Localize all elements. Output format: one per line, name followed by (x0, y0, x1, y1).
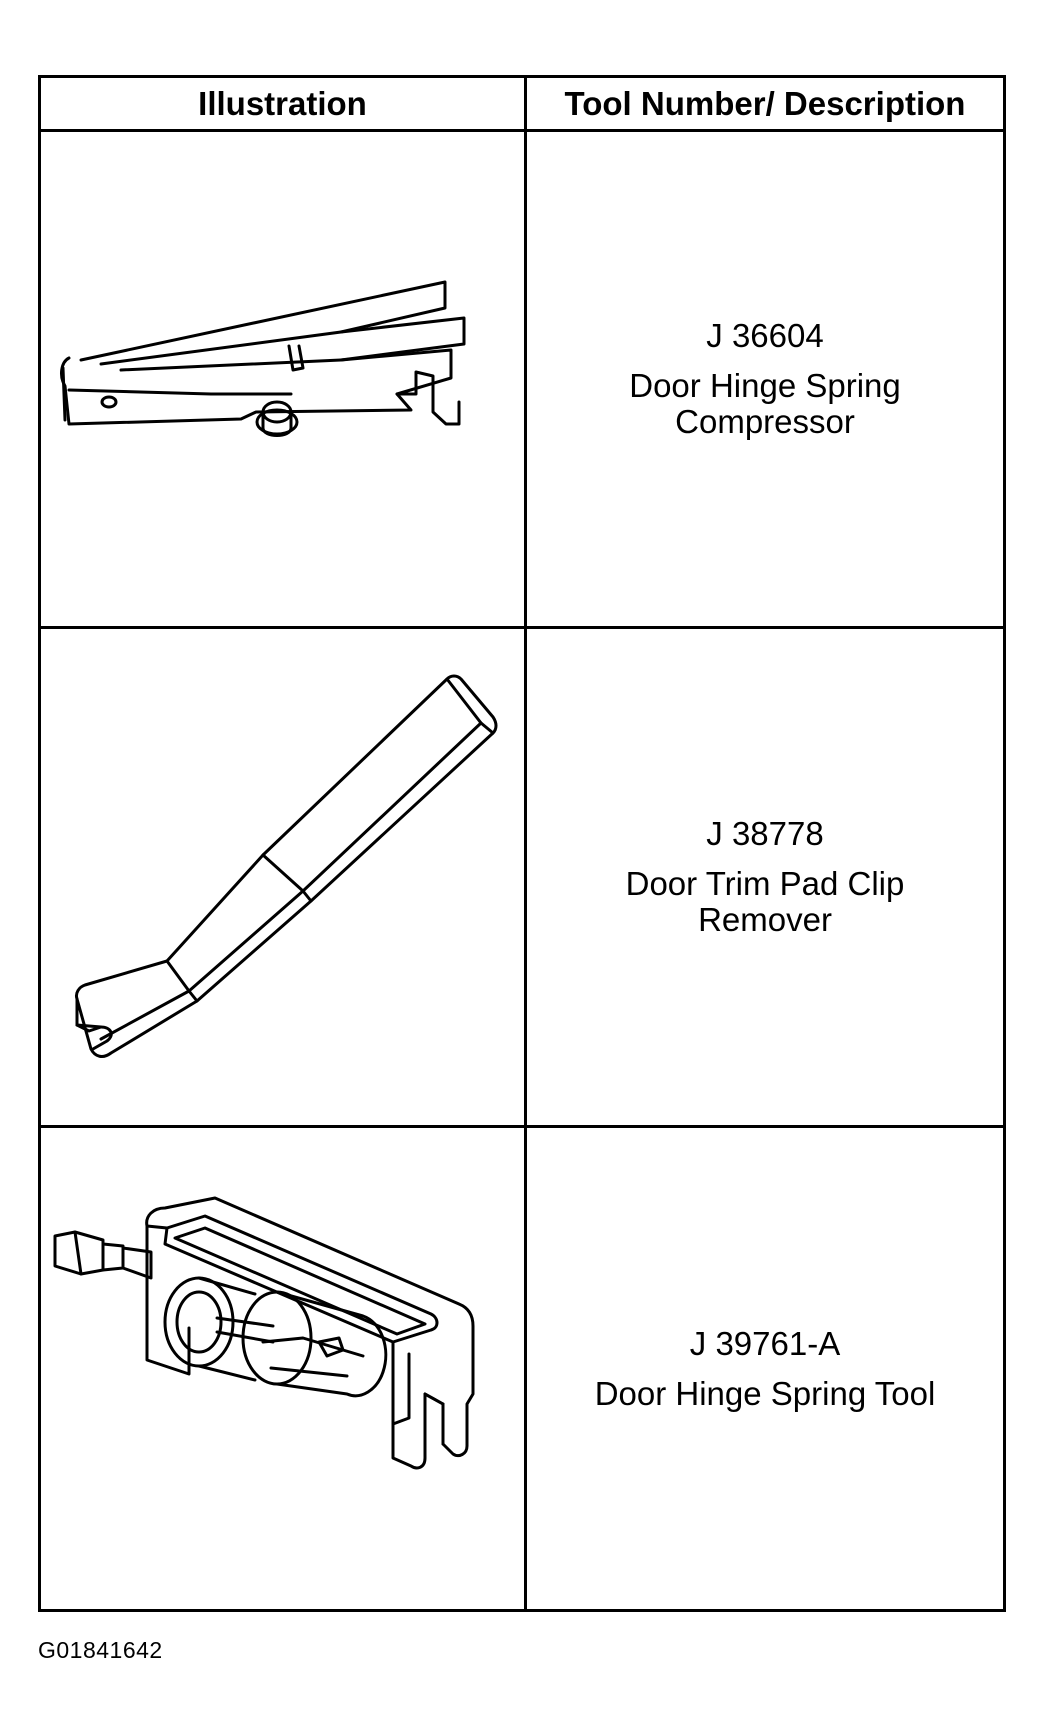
row-divider-2 (41, 1125, 1003, 1128)
tool-number: J 39761-A (689, 1324, 841, 1362)
table-row-2-illustration (41, 629, 524, 1125)
spring-compressor-icon (60, 280, 466, 437)
clip-remover-icon (75, 674, 498, 1058)
table-row-1-description: J 36604 Door Hinge Spring Compressor (527, 132, 1003, 626)
tool-description-line-1: Door Hinge Spring (629, 367, 901, 404)
figure-id: G01841642 (38, 1637, 163, 1663)
column-divider (524, 78, 527, 1609)
tool-description-line-2: Compressor (675, 403, 855, 440)
table-row-1-illustration (41, 132, 524, 626)
tool-description-line-1: Door Trim Pad Clip (625, 865, 905, 902)
header-illustration: Illustration (198, 84, 367, 122)
tool-description-line-2: Remover (698, 901, 832, 938)
row-divider-1 (41, 626, 1003, 629)
tool-table: Illustration Tool Number/ Description (38, 75, 1006, 1612)
hinge-spring-tool-icon (53, 1196, 475, 1470)
header-tool-description: Tool Number/ Description (564, 84, 966, 122)
tool-number: J 36604 (706, 317, 824, 354)
table-row-2-description: J 38778 Door Trim Pad Clip Remover (527, 629, 1003, 1125)
table-row-3-illustration (41, 1128, 524, 1609)
tool-number: J 38778 (706, 815, 824, 852)
tool-description-line-1: Door Hinge Spring Tool (594, 1374, 936, 1412)
table-row-3-description: J 39761-A Door Hinge Spring Tool (527, 1128, 1003, 1609)
header-divider (41, 129, 1003, 132)
